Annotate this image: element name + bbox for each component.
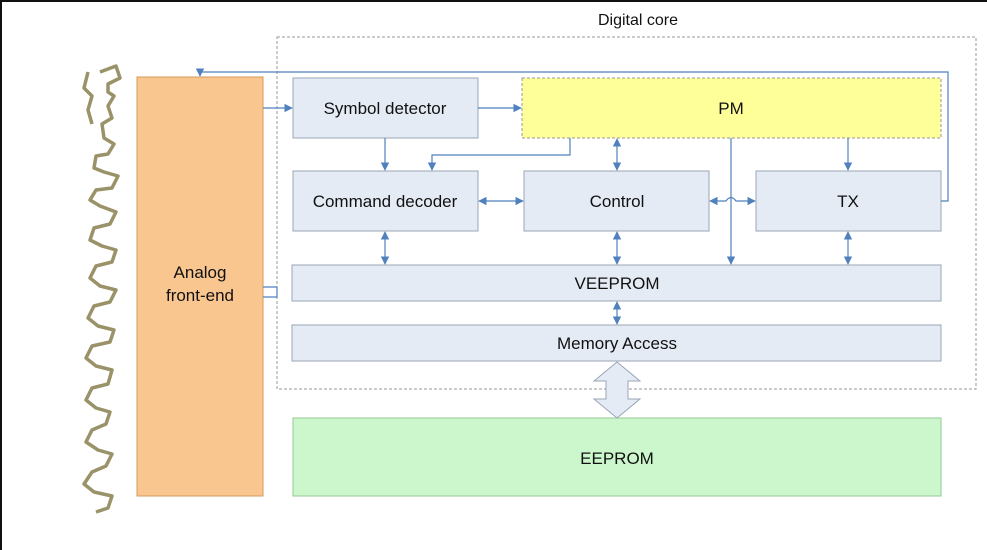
bus-arrow-memory-eeprom [592,361,642,419]
pm-label: PM [718,99,744,118]
command-decoder-label: Command decoder [313,192,458,211]
link-afe-veeprom [263,286,278,298]
arrow-pm-to-decoder [427,138,571,171]
eeprom-label: EEPROM [580,449,654,468]
veeprom-label: VEEPROM [574,274,659,293]
tx-label: TX [837,192,859,211]
digital-core-label: Digital core [598,12,678,29]
control-label: Control [590,192,645,211]
tx-block [755,170,942,232]
analog-frontend-label-line1: Analog [174,263,227,282]
memory-access-label: Memory Access [557,334,677,353]
pm-block [521,77,942,139]
analog-frontend-label-line2: front-end [166,286,234,305]
memory-access-block [291,324,942,362]
control-block [523,170,710,232]
arrow-control-tx [709,196,756,206]
command-decoder-block [292,170,479,232]
antenna-icon [82,64,122,514]
veeprom-block [291,264,942,302]
arrow-tx-to-afe [195,68,949,202]
eeprom-block [292,417,942,497]
symbol-detector-label: Symbol detector [324,99,447,118]
